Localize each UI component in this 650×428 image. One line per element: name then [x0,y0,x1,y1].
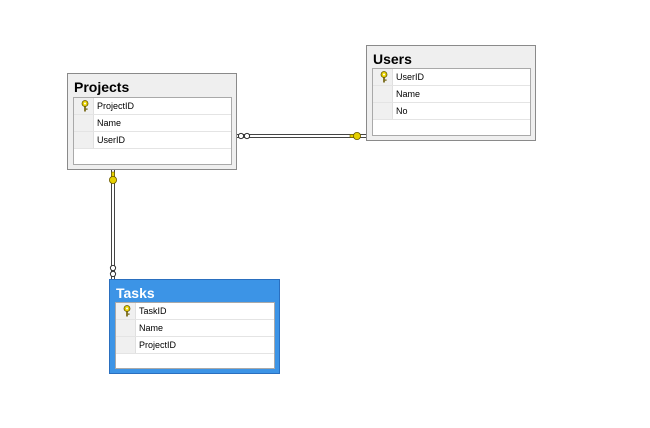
column-name: UserID [97,135,126,145]
row-selector[interactable] [74,132,94,148]
column-grid: ProjectID Name UserID [73,97,232,165]
row-selector[interactable] [116,303,136,319]
users-table[interactable]: Users UserID Name No [366,45,536,141]
column-name: No [396,106,408,116]
table-title: Projects [74,79,130,95]
one-end-key-icon [349,131,361,140]
column-row[interactable]: UserID [373,69,530,86]
row-selector[interactable] [116,320,136,336]
one-end-key-icon [109,171,118,184]
column-name: TaskID [139,306,167,316]
column-name: Name [396,89,421,99]
row-selector[interactable] [74,98,94,114]
projects-table[interactable]: Projects ProjectID Name UserID [67,73,237,170]
column-row[interactable]: ProjectID [74,98,231,115]
column-row[interactable]: ProjectID [116,337,274,354]
column-row[interactable]: Name [116,320,274,337]
column-grid: TaskID Name ProjectID [115,302,275,369]
primary-key-icon [81,100,89,112]
column-name: Name [97,118,122,128]
row-selector[interactable] [373,69,393,85]
column-name: Name [139,323,164,333]
column-name: ProjectID [97,101,135,111]
relationship-projects-tasks[interactable] [109,170,118,279]
column-row[interactable]: Name [74,115,231,132]
column-row[interactable]: UserID [74,132,231,149]
table-title: Tasks [116,285,155,301]
column-row[interactable]: TaskID [116,303,274,320]
row-selector[interactable] [116,337,136,353]
table-title: Users [373,51,412,67]
row-selector[interactable] [74,115,94,131]
column-name: ProjectID [139,340,177,350]
column-grid: UserID Name No [372,68,531,136]
relationship-projects-users[interactable] [236,131,366,140]
row-selector[interactable] [373,86,393,102]
column-name: UserID [396,72,425,82]
many-end-icon [109,270,117,278]
column-row[interactable]: Name [373,86,530,103]
primary-key-icon [380,71,388,83]
primary-key-icon [123,305,131,317]
many-end-icon [109,264,117,272]
tasks-table[interactable]: Tasks TaskID Name ProjectID [109,279,280,374]
row-selector[interactable] [373,103,393,119]
many-end-icon [243,132,251,140]
many-end-icon [237,132,245,140]
column-row[interactable]: No [373,103,530,120]
